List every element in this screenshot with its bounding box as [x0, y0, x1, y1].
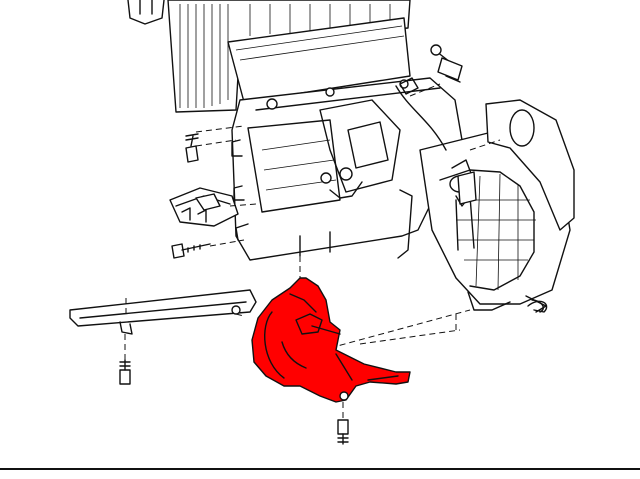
blower-motor-icon [419, 99, 575, 313]
resistor-icon [169, 187, 239, 227]
connector-icon [395, 77, 447, 151]
clip-icon [527, 300, 548, 313]
bolt-icon [119, 133, 349, 445]
trim-strip-icon [69, 289, 257, 335]
filter-cover-icon [227, 17, 411, 103]
lower-cover-icon [251, 277, 411, 403]
hvac-housing-icon [231, 44, 463, 261]
